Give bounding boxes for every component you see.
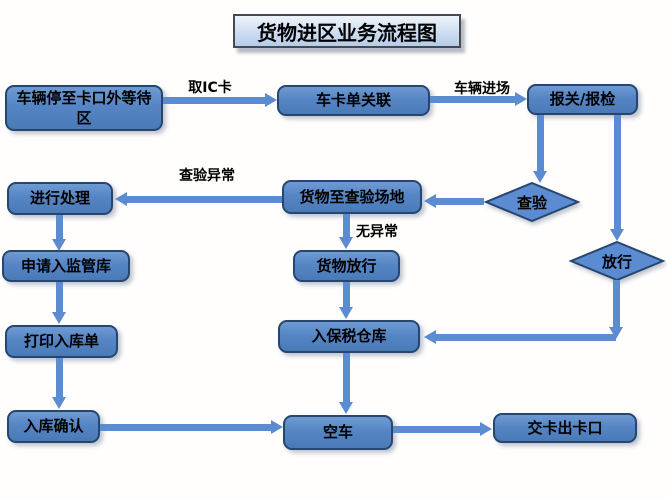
arrow-empty-to-exit xyxy=(393,426,480,433)
arrowhead-down-icon xyxy=(610,229,624,241)
node-handle: 进行处理 xyxy=(7,182,113,215)
arrowhead-left-icon xyxy=(424,330,436,344)
diamond-shape-icon xyxy=(484,182,580,222)
arrowhead-left-icon xyxy=(424,194,436,208)
edge-label-inspect-abnormal: 查验异常 xyxy=(179,168,235,184)
diagram-title: 货物进区业务流程图 xyxy=(233,14,461,48)
arrowhead-right-icon xyxy=(515,92,527,106)
diamond-label: 放行 xyxy=(601,252,632,271)
node-inspect-decision: 查验 xyxy=(484,182,580,222)
arrow-declare-to-inspect xyxy=(537,115,544,171)
arrowhead-down-icon xyxy=(339,307,353,319)
edge-label-take-ic-card: 取IC卡 xyxy=(188,80,232,96)
arrowhead-down-icon xyxy=(52,312,66,324)
edge-label-vehicle-enter: 车辆进场 xyxy=(454,81,510,97)
arrowhead-right-icon xyxy=(265,93,277,107)
arrow-inspect-to-site xyxy=(436,198,484,205)
arrowhead-down-icon xyxy=(339,237,353,249)
node-declare: 报关/报检 xyxy=(527,84,638,115)
arrow-release-elbow-vertical xyxy=(613,280,620,327)
edge-label-no-abnormal: 无异常 xyxy=(356,224,398,240)
arrow-cargo-to-bonded xyxy=(343,282,350,307)
node-cargo-release: 货物放行 xyxy=(293,250,400,282)
arrowhead-down-icon xyxy=(533,171,547,183)
arrow-declare-to-release xyxy=(614,115,621,229)
node-apply-warehouse: 申请入监管库 xyxy=(2,250,130,282)
node-wait-area: 车辆停至卡口外等待区 xyxy=(5,85,163,131)
node-inspect-site: 货物至查验场地 xyxy=(282,180,422,214)
arrow-bonded-to-empty xyxy=(343,353,350,402)
node-card-link: 车卡单关联 xyxy=(277,85,430,116)
node-print-slip: 打印入库单 xyxy=(5,325,118,358)
node-exit-gate: 交卡出卡口 xyxy=(493,413,637,443)
arrow-site-to-cargo-release xyxy=(343,214,350,237)
arrow-handle-to-apply xyxy=(56,215,63,239)
arrow-site-to-handle xyxy=(127,196,282,203)
arrow-release-elbow-horizontal xyxy=(436,334,616,341)
arrowhead-left-icon xyxy=(115,192,127,206)
arrowhead-down-icon xyxy=(52,239,66,251)
arrowhead-right-icon xyxy=(271,420,283,434)
arrow-link-to-declare xyxy=(430,96,515,103)
node-bonded-warehouse: 入保税仓库 xyxy=(278,320,420,353)
arrowhead-down-icon xyxy=(52,397,66,409)
node-release-decision: 放行 xyxy=(569,241,665,281)
node-confirm-in: 入库确认 xyxy=(7,410,100,443)
arrowhead-right-icon xyxy=(480,422,492,436)
arrowhead-down-icon xyxy=(339,402,353,414)
diamond-label: 查验 xyxy=(516,193,547,212)
arrow-apply-to-print xyxy=(56,282,63,312)
arrow-confirm-to-empty xyxy=(100,424,271,431)
arrow-wait-to-link xyxy=(163,97,265,104)
arrow-print-to-confirm xyxy=(56,358,63,397)
node-empty-truck: 空车 xyxy=(283,415,393,450)
